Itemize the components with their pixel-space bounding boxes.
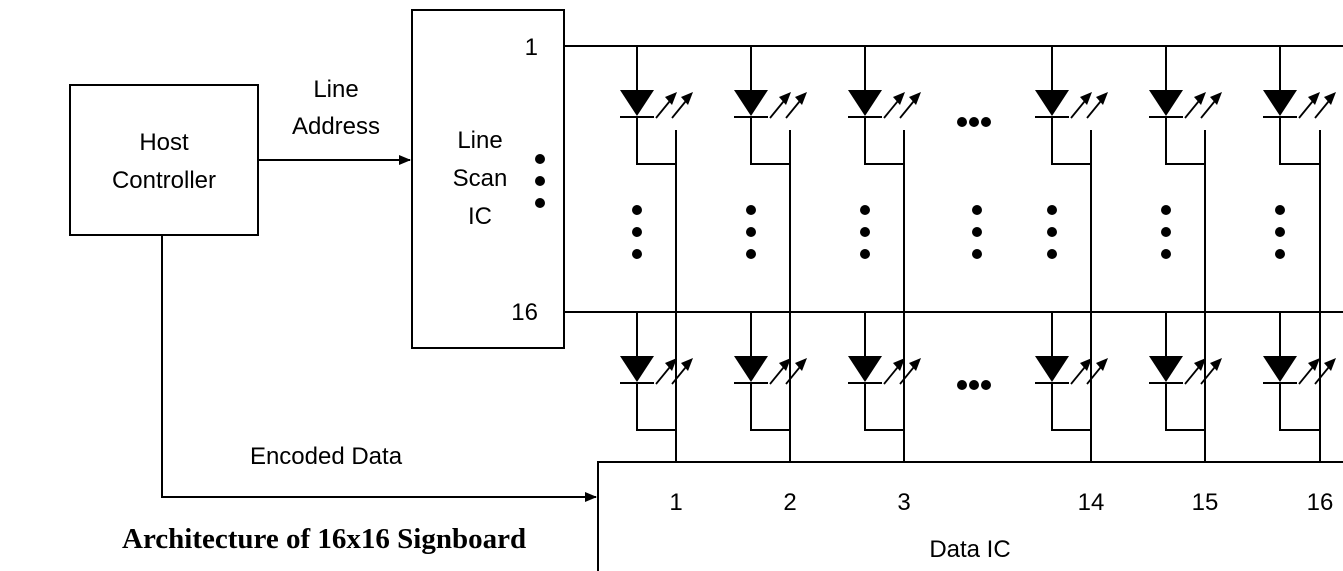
- light-ray-arrowhead: [893, 358, 905, 371]
- led-cathode-wire: [864, 383, 904, 431]
- led-cathode-wire: [1165, 383, 1205, 431]
- led-icon: [734, 312, 807, 431]
- column-vertical-ellipsis: [1161, 205, 1171, 259]
- led-cathode-wire: [750, 117, 790, 165]
- led-cathode-wire: [1279, 117, 1320, 165]
- led-icon: [1263, 46, 1336, 165]
- led-cathode-wire: [1051, 117, 1091, 165]
- led-cathode-wire: [636, 383, 676, 431]
- data-ic-label: Data IC: [929, 536, 1010, 563]
- light-ray-arrowhead: [665, 92, 677, 105]
- line-scan-ic-label-line2: Scan: [453, 165, 508, 192]
- line-address-label-line1: Line: [313, 76, 358, 103]
- light-ray-arrowhead: [681, 92, 693, 105]
- led-icon: [1149, 46, 1222, 165]
- line-address-label-line2: Address: [292, 113, 380, 140]
- led-triangle: [1035, 90, 1069, 116]
- led-triangle: [848, 356, 882, 382]
- light-ray-arrowhead: [1308, 358, 1320, 371]
- led-triangle: [1263, 356, 1297, 382]
- led-triangle: [620, 90, 654, 116]
- led-icon: [848, 312, 921, 431]
- led-cathode-wire: [750, 383, 790, 431]
- led-cathode-wire: [1165, 117, 1205, 165]
- line-scan-ic-label-line3: IC: [468, 203, 492, 230]
- led-cathode-wire: [864, 117, 904, 165]
- column-vertical-ellipsis: [632, 205, 642, 259]
- light-ray-arrowhead: [1080, 92, 1092, 105]
- light-ray-arrowhead: [893, 92, 905, 105]
- line-scan-pin-1: 1: [525, 34, 538, 61]
- led-icon: [734, 46, 807, 165]
- led-triangle: [1035, 356, 1069, 382]
- led-triangle: [1149, 356, 1183, 382]
- host-controller-label-line2: Controller: [112, 167, 216, 194]
- led-icon: [1263, 312, 1336, 431]
- host-controller-label-line1: Host: [139, 129, 189, 156]
- light-ray-arrowhead: [1324, 358, 1336, 371]
- led-triangle: [1149, 90, 1183, 116]
- line-scan-pin-16: 16: [511, 299, 538, 326]
- led-icon: [620, 312, 693, 431]
- light-ray-arrowhead: [909, 92, 921, 105]
- light-ray-arrowhead: [1308, 92, 1320, 105]
- light-ray-arrowhead: [779, 358, 791, 371]
- data-ic-box: [597, 461, 1343, 571]
- data-ic-pin-14: 14: [1078, 489, 1105, 516]
- led-icon: [620, 46, 693, 165]
- column-vertical-ellipsis: [746, 205, 756, 259]
- data-ic-pin-15: 15: [1192, 489, 1219, 516]
- light-ray-arrowhead: [665, 358, 677, 371]
- led-triangle: [620, 356, 654, 382]
- encoded-data-label: Encoded Data: [250, 443, 403, 470]
- led-icon: [848, 46, 921, 165]
- light-ray-arrowhead: [795, 358, 807, 371]
- light-ray-arrowhead: [909, 358, 921, 371]
- light-ray-arrowhead: [1096, 92, 1108, 105]
- light-ray-arrowhead: [795, 92, 807, 105]
- led-icon: [1035, 312, 1108, 431]
- host-controller-box: [69, 84, 259, 236]
- column-ellipsis-bottom: [957, 380, 991, 390]
- column-vertical-ellipsis: [860, 205, 870, 259]
- line-scan-ellipsis-dots: [535, 154, 545, 208]
- data-ic-pin-1: 1: [669, 489, 682, 516]
- light-ray-arrowhead: [1194, 92, 1206, 105]
- diagram-title: Architecture of 16x16 Signboard: [122, 523, 526, 555]
- led-triangle: [848, 90, 882, 116]
- column-vertical-ellipsis: [972, 205, 982, 259]
- light-ray-arrowhead: [1096, 358, 1108, 371]
- led-triangle: [1263, 90, 1297, 116]
- column-vertical-ellipsis: [1275, 205, 1285, 259]
- led-matrix: [620, 46, 1336, 462]
- light-ray-arrowhead: [1210, 358, 1222, 371]
- column-vertical-ellipsis: [1047, 205, 1057, 259]
- data-ic-pin-3: 3: [897, 489, 910, 516]
- data-ic-pin-labels: 1 2 3 14 15 16: [669, 489, 1333, 516]
- led-icon: [1149, 312, 1222, 431]
- data-ic-pin-16: 16: [1307, 489, 1334, 516]
- led-cathode-wire: [636, 117, 676, 165]
- encoded-data-arrow: [161, 235, 597, 502]
- led-cathode-wire: [1051, 383, 1091, 431]
- led-icon: [1035, 46, 1108, 165]
- line-scan-ic-label-line1: Line: [457, 127, 502, 154]
- light-ray-arrowhead: [1210, 92, 1222, 105]
- light-ray-arrowhead: [1194, 358, 1206, 371]
- light-ray-arrowhead: [681, 358, 693, 371]
- data-ic-pin-2: 2: [783, 489, 796, 516]
- light-ray-arrowhead: [1080, 358, 1092, 371]
- light-ray-arrowhead: [1324, 92, 1336, 105]
- led-triangle: [734, 90, 768, 116]
- led-cathode-wire: [1279, 383, 1320, 431]
- column-ellipsis-top: [957, 117, 991, 127]
- light-ray-arrowhead: [779, 92, 791, 105]
- led-triangle: [734, 356, 768, 382]
